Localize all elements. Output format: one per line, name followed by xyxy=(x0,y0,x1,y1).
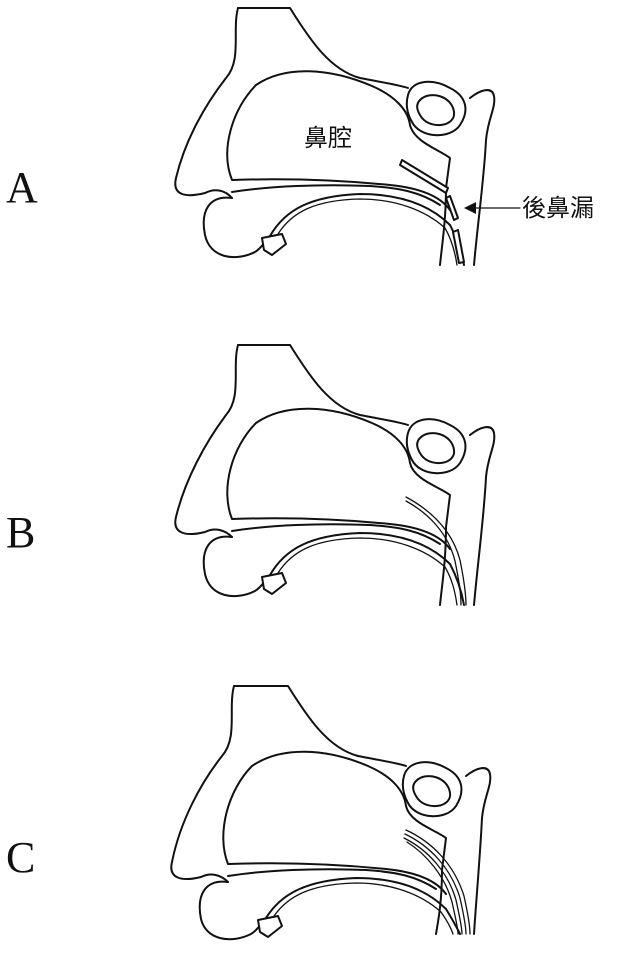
anatomy-diagram-a: 鼻腔 後鼻漏 xyxy=(0,0,617,305)
tongue xyxy=(270,533,464,605)
forehead-top xyxy=(238,8,408,88)
anatomy-diagram-c xyxy=(0,672,617,977)
anatomy-diagram-b xyxy=(0,335,617,640)
tooth xyxy=(262,573,286,594)
panel-c: C xyxy=(0,672,617,977)
panel-a: A 鼻腔 後鼻漏 xyxy=(0,0,617,305)
mucus-drip-3 xyxy=(453,230,464,263)
mucus-stream xyxy=(406,497,466,605)
forehead-top xyxy=(238,345,408,425)
upper-lip xyxy=(204,537,270,597)
pharynx-wall xyxy=(470,90,494,265)
sphenoid-sinus xyxy=(407,419,466,473)
panel-b: B xyxy=(0,335,617,640)
sphenoid-sinus xyxy=(407,82,466,135)
posterior-leak-label: 後鼻漏 xyxy=(522,194,594,222)
pharynx-wall xyxy=(466,768,490,934)
tongue-inner xyxy=(274,883,453,934)
forehead-top xyxy=(234,686,406,766)
sphenoid-sinus xyxy=(403,762,462,816)
pharynx-wall xyxy=(470,427,494,605)
tongue xyxy=(270,194,464,265)
tooth xyxy=(262,234,286,255)
arrow-head xyxy=(464,202,476,214)
upper-lip xyxy=(200,882,266,940)
upper-lip xyxy=(204,198,270,258)
nasal-cavity-label: 鼻腔 xyxy=(304,124,352,152)
tooth xyxy=(258,916,282,937)
